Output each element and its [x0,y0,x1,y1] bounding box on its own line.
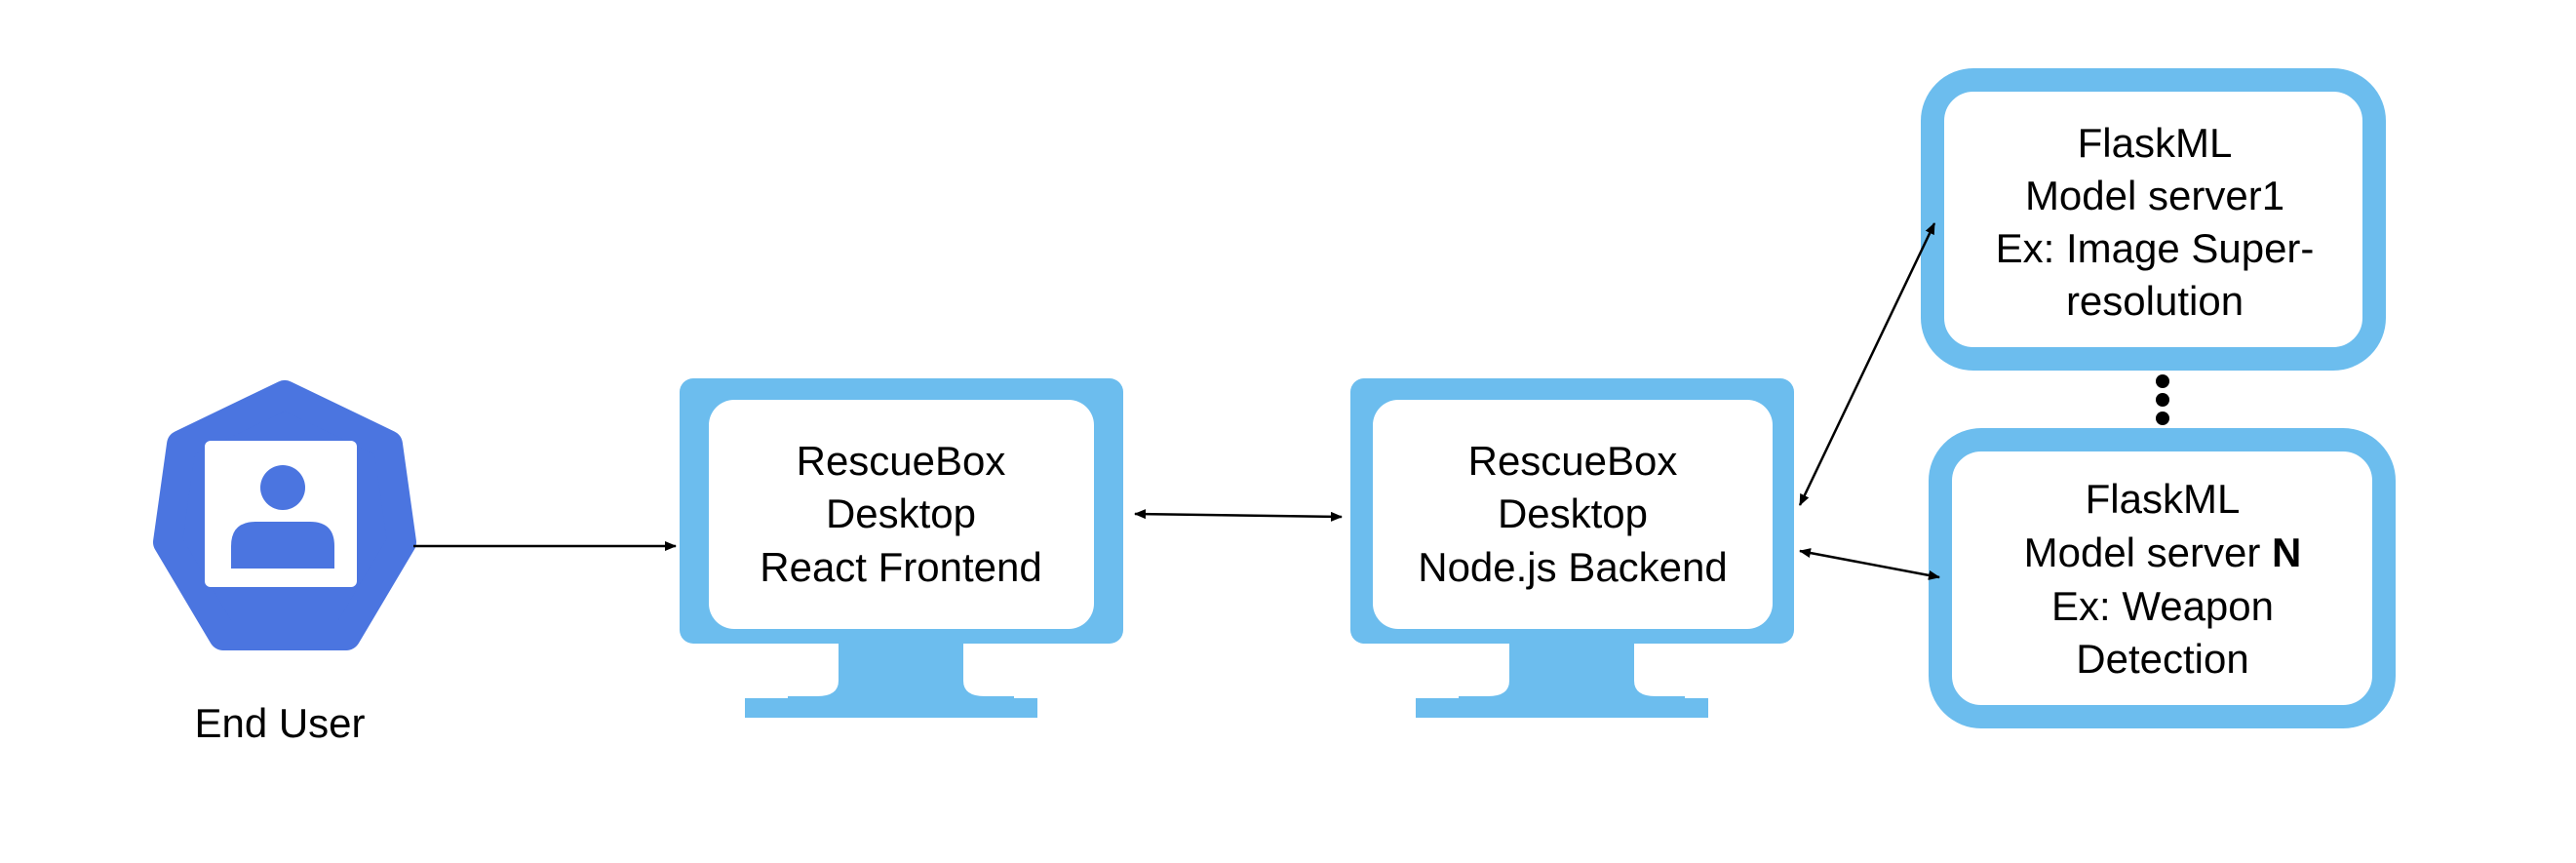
vertical-dots-icon [2156,374,2169,425]
serverN-line-3: Ex: Weapon [2051,583,2274,629]
frontend-line-2: Desktop [826,490,976,536]
serverN-line-2: Model server N [2024,530,2302,575]
dot-3 [2156,412,2169,425]
frontend-monitor: RescueBox Desktop React Frontend [680,378,1123,718]
dot-1 [2156,374,2169,388]
backend-screen [1373,400,1773,629]
backend-line-2: Desktop [1498,490,1648,536]
server1-line-2: Model server1 [2025,173,2284,218]
model-server-1-box [1921,68,2386,371]
backend-monitor-base [1416,698,1708,718]
server1-line-3: Ex: Image Super- [1996,225,2315,271]
frontend-line-3: React Frontend [760,544,1042,590]
serverN-line-4: Detection [2076,636,2248,682]
frontend-line-1: RescueBox [797,438,1006,484]
arrow-backend-server1 [1798,222,1936,506]
frontend-monitor-base [745,698,1037,718]
backend-monitor: RescueBox Desktop Node.js Backend [1350,378,1794,718]
model-server-1-node: FlaskML Model server1 Ex: Image Super- r… [1921,68,2386,371]
server1-line-1: FlaskML [2078,120,2233,166]
backend-monitor-neck [1459,644,1685,700]
dot-2 [2156,393,2169,407]
arrow-backend-serverN [1799,548,1940,580]
frontend-screen [709,400,1094,629]
backend-line-1: RescueBox [1468,438,1678,484]
user-head-icon [260,465,305,510]
serverN-line-2-bold: N [2272,530,2301,575]
model-server-n-box [1929,428,2396,728]
user-body-icon [231,522,334,569]
backend-line-3: Node.js Backend [1418,544,1728,590]
arrow-frontend-backend [1134,509,1343,522]
serverN-line-2-prefix: Model server [2024,530,2272,575]
end-user-label: End User [194,700,365,746]
end-user-node: End User [153,380,416,746]
serverN-line-1: FlaskML [2086,476,2241,522]
frontend-monitor-neck [788,644,1014,700]
model-server-n-node: FlaskML Model server N Ex: Weapon Detect… [1929,428,2396,728]
server1-line-4: resolution [2066,278,2244,324]
